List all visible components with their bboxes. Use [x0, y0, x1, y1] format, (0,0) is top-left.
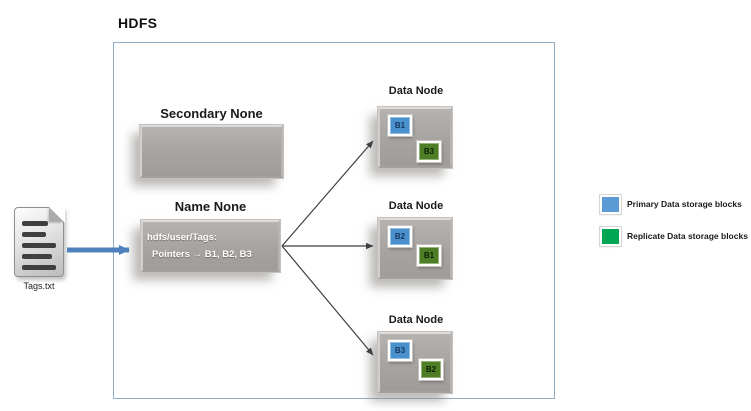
primary-block: B1 [387, 114, 413, 137]
name-node-box [140, 219, 281, 273]
replica-block: B2 [418, 358, 444, 381]
secondary-node-label: Secondary None [160, 106, 263, 121]
file-text-line [22, 243, 56, 248]
replica-block: B3 [416, 140, 442, 163]
folded-corner-icon [49, 207, 64, 222]
name-node-pointers: Pointers → B1, B2, B3 [152, 249, 252, 260]
secondary-node-box [139, 124, 284, 179]
file-icon [14, 206, 65, 277]
primary-block: B3 [387, 339, 413, 362]
file-text-line [22, 254, 52, 259]
data-node-2-box: B2 B1 [377, 217, 453, 280]
hdfs-title: HDFS [118, 15, 158, 31]
file-text-line [22, 265, 56, 270]
legend-replicate-swatch [599, 226, 622, 247]
source-file-label: Tags.txt [23, 281, 55, 291]
primary-block: B2 [387, 225, 413, 248]
file-text-line [22, 221, 48, 226]
name-node-label: Name None [174, 199, 247, 214]
data-node-1-box: B1 B3 [377, 106, 453, 169]
legend-primary-label: Primary Data storage blocks [627, 199, 742, 209]
replica-block: B1 [416, 244, 442, 267]
data-node-3-label: Data Node [388, 314, 444, 326]
legend-primary-swatch [599, 194, 622, 215]
name-node-path: hdfs/user/Tags: [147, 232, 218, 243]
name-node-metadata: hdfs/user/Tags: Pointers → B1, B2, B3 [147, 229, 277, 263]
data-node-3-box: B3 B2 [377, 331, 453, 394]
data-node-1-label: Data Node [388, 85, 444, 97]
legend-replicate-label: Replicate Data storage blocks [627, 231, 748, 241]
data-node-2-label: Data Node [388, 200, 444, 212]
file-text-line [22, 232, 46, 237]
